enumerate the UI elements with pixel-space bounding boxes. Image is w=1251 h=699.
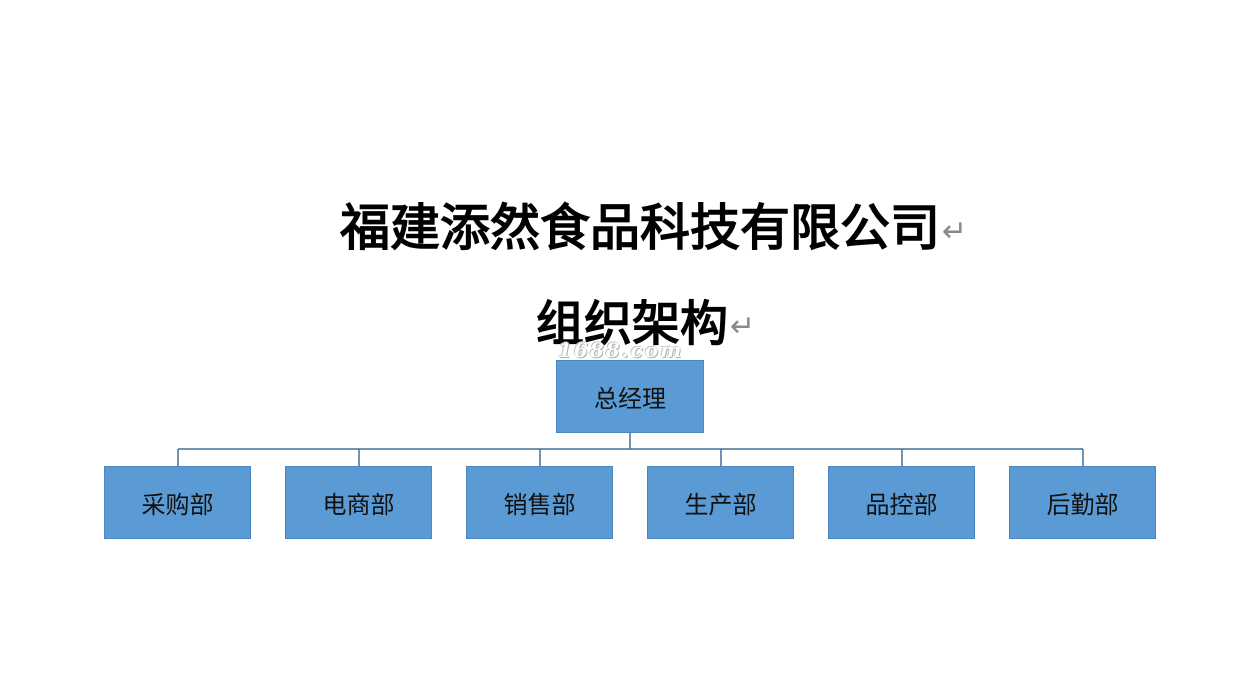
paragraph-mark-icon: ↵ (942, 214, 968, 249)
node-general-manager: 总经理 (556, 360, 704, 433)
company-title: 福建添然食品科技有限公司↵ (340, 188, 967, 260)
node-purchasing: 采购部 (104, 466, 251, 539)
chart-title-text: 组织架构 (536, 296, 729, 352)
node-label: 品控部 (865, 491, 938, 519)
node-label: 采购部 (141, 491, 214, 519)
watermark-text: 1688.com (558, 338, 684, 362)
org-chart-title: 组织架构↵ (536, 284, 755, 354)
node-label: 销售部 (503, 491, 576, 519)
node-sales: 销售部 (466, 466, 613, 539)
node-label: 总经理 (594, 385, 666, 413)
node-quality-control: 品控部 (828, 466, 975, 539)
company-name: 福建添然食品科技有限公司 (340, 199, 940, 257)
node-ecommerce: 电商部 (285, 466, 432, 539)
node-label: 电商部 (322, 491, 395, 519)
node-label: 生产部 (684, 491, 757, 519)
node-label: 后勤部 (1046, 491, 1119, 519)
node-production: 生产部 (647, 466, 794, 539)
paragraph-mark-icon: ↵ (730, 309, 756, 344)
node-logistics: 后勤部 (1009, 466, 1156, 539)
